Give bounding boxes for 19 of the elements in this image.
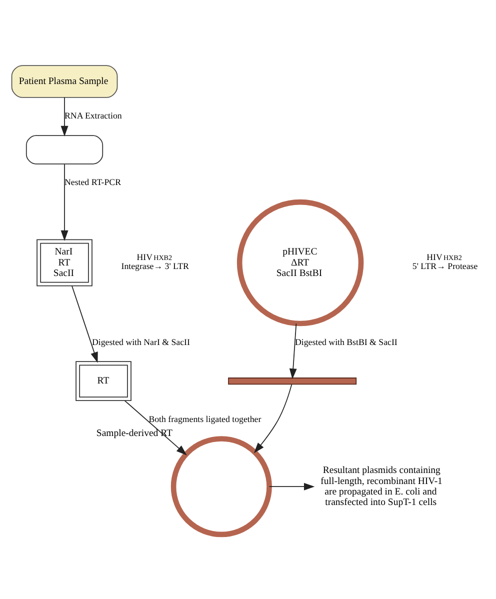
arrow: [289, 322, 297, 379]
node-box: RT: [76, 360, 132, 401]
node-box: [26, 134, 104, 164]
arrow: [124, 400, 187, 455]
edge-label: Digested with NarI & SacII: [92, 336, 190, 346]
node-bar: [228, 377, 357, 384]
node-box: NarI RT SacII: [36, 238, 92, 286]
edge-label: Both fragments ligated together: [148, 413, 262, 424]
node-circle: [170, 436, 272, 537]
node-label: Sample-derived RT: [96, 427, 172, 438]
arrow: [60, 96, 68, 136]
node-circle: pHIVEC ΔRT SacII BstBI: [236, 198, 364, 326]
node-text: Resultant plasmids containing full-length, recombinant HIV-1 are propagated in E. coli and transfected into SupT-1 cells: [320, 464, 442, 508]
edge-label: Digested with BstBI & SacII: [294, 336, 398, 346]
arrow: [268, 482, 315, 490]
arrow: [254, 383, 292, 453]
arrow: [60, 163, 68, 240]
node-box: Patient Plasma Sample: [11, 64, 118, 98]
arrow: [72, 284, 98, 362]
